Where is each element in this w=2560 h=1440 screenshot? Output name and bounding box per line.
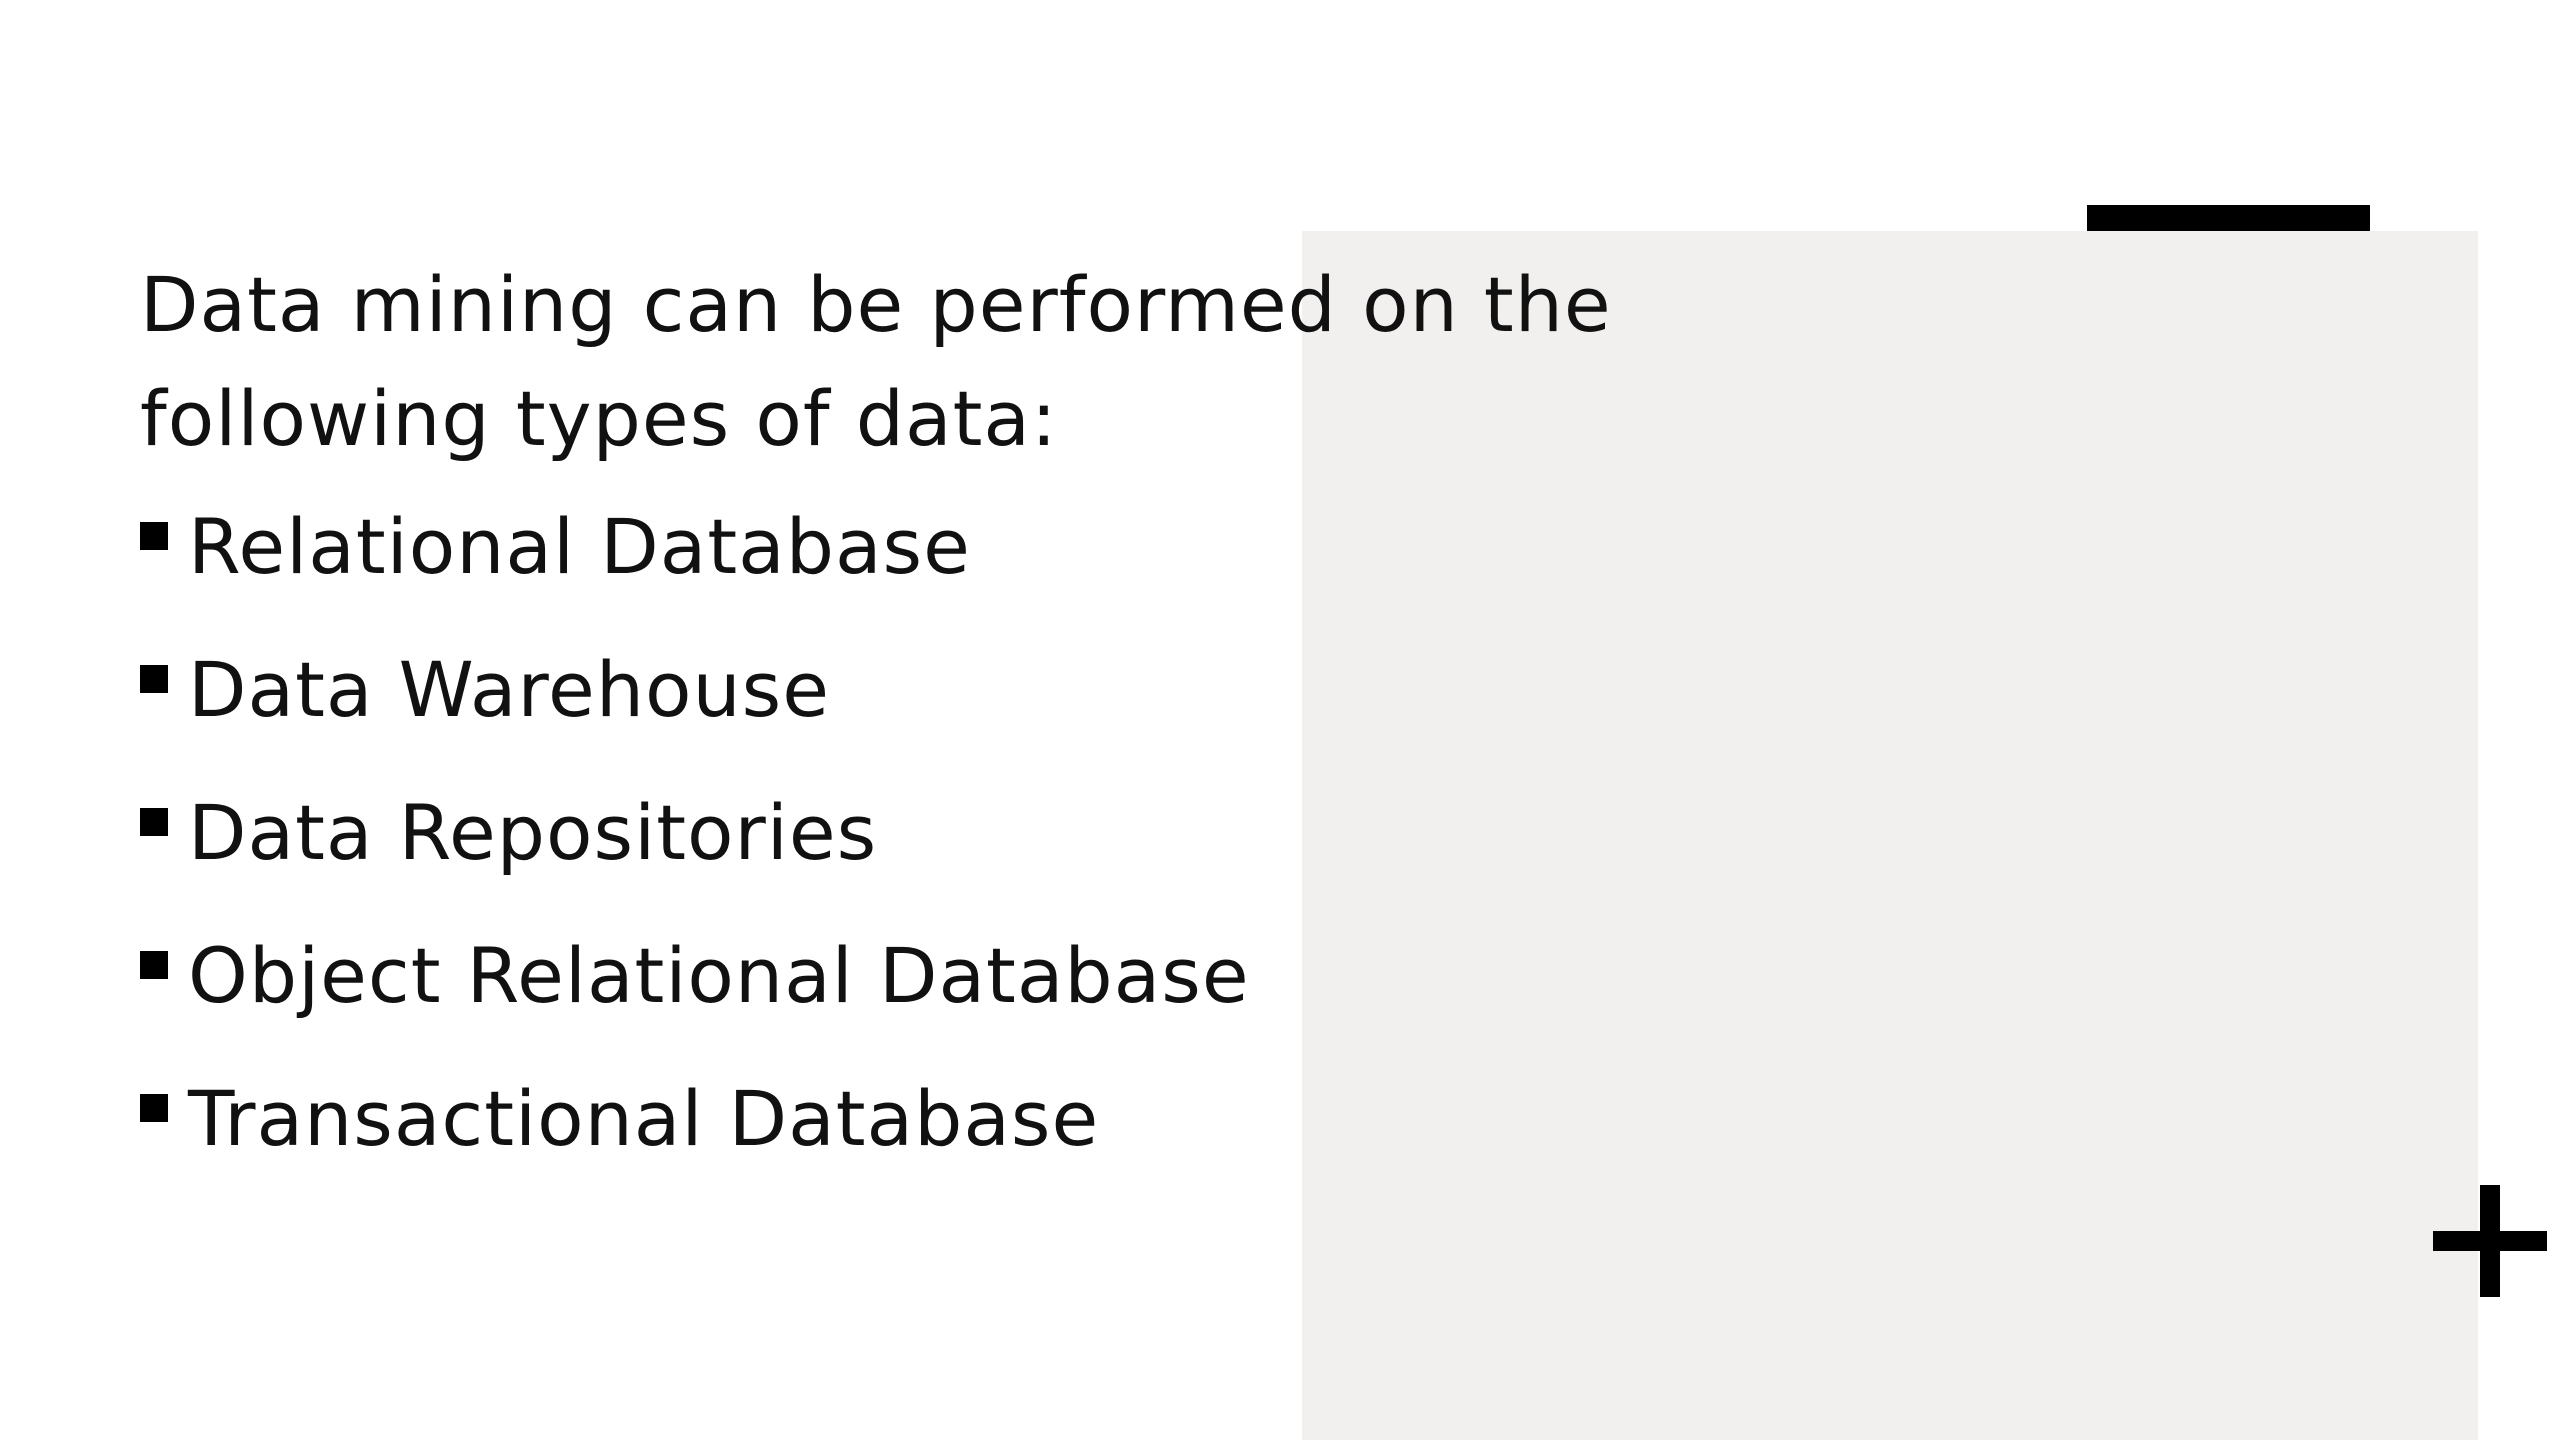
bullet-list: Relational Database Data Warehouse Data … [140,490,1780,1176]
square-bullet-icon [140,808,168,836]
decorative-top-bar [2087,205,2370,231]
bullet-text: Relational Database [188,502,971,591]
square-bullet-icon [140,1094,168,1122]
intro-text: Data mining can be performed on the foll… [140,260,1612,463]
bullet-item: Relational Database [140,490,1780,604]
bullet-text: Data Warehouse [188,645,831,734]
bullet-text: Object Relational Database [188,931,1250,1020]
bullet-item: Transactional Database [140,1062,1780,1176]
bullet-text: Data Repositories [188,788,878,877]
bullet-item: Data Repositories [140,776,1780,890]
bullet-text: Transactional Database [188,1074,1100,1163]
bullet-item: Data Warehouse [140,633,1780,747]
bullet-item: Object Relational Database [140,919,1780,1033]
background-panel [1302,231,2478,1440]
square-bullet-icon [140,951,168,979]
square-bullet-icon [140,665,168,693]
slide-content: Data mining can be performed on the foll… [140,248,1780,1205]
plus-icon [2433,1185,2547,1297]
square-bullet-icon [140,522,168,550]
